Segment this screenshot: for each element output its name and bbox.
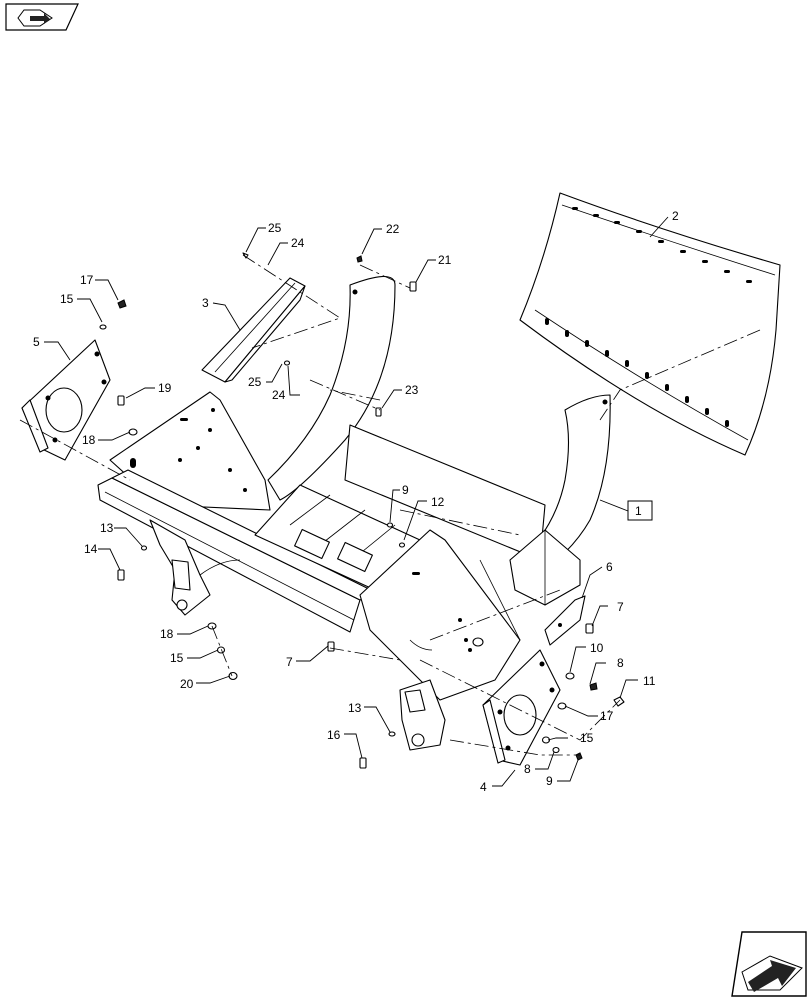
- callout-2: 2: [672, 209, 679, 223]
- callout-20: 20: [180, 677, 194, 691]
- callout-24b: 24: [272, 388, 286, 402]
- callout-19: 19: [158, 381, 172, 395]
- callout-1-box: [627, 500, 653, 521]
- part-6-bracket: [544, 595, 586, 646]
- callout-22: 22: [386, 222, 400, 236]
- callout-5: 5: [33, 335, 40, 349]
- next-page-icon: [741, 955, 803, 992]
- callout-24a: 24: [291, 236, 305, 250]
- callout-21: 21: [438, 253, 452, 267]
- previous-page-button[interactable]: [5, 3, 79, 31]
- callout-1: 1: [635, 504, 642, 518]
- callout-18a: 18: [160, 627, 174, 641]
- callout-9b: 9: [546, 774, 553, 788]
- callout-15b: 15: [580, 731, 594, 745]
- part-2-shield-panel: [519, 192, 781, 456]
- callout-labels: 1 2 3 4 5 6 7 7 8 8 9 9 10 11 12 13 13 1…: [33, 209, 679, 794]
- callout-4: 4: [480, 780, 487, 794]
- part-1-main-frame: [97, 391, 581, 751]
- part-5-left-bearing-plate: [21, 339, 111, 461]
- part-2-slots: [545, 207, 752, 427]
- callout-10: 10: [590, 641, 604, 655]
- callout-11: 11: [643, 674, 656, 688]
- part-3-angle-guard: [201, 277, 306, 383]
- callout-leaders: [44, 216, 669, 787]
- callout-17b: 17: [600, 709, 614, 723]
- callout-8a: 8: [617, 656, 624, 670]
- callout-18b: 18: [82, 433, 96, 447]
- callout-13b: 13: [348, 701, 362, 715]
- next-page-button[interactable]: [731, 931, 807, 997]
- callout-25a: 25: [268, 221, 282, 235]
- callout-7b: 7: [286, 655, 293, 669]
- callout-9a: 9: [402, 483, 409, 497]
- center-lines: [19, 254, 761, 756]
- previous-page-icon: [17, 9, 53, 27]
- callout-12: 12: [431, 495, 445, 509]
- callout-7a: 7: [617, 600, 624, 614]
- callout-6: 6: [606, 560, 613, 574]
- callout-17a: 17: [80, 273, 94, 287]
- callout-8b: 8: [524, 762, 531, 776]
- callout-23: 23: [405, 383, 419, 397]
- callout-14: 14: [84, 542, 98, 556]
- callout-13a: 13: [100, 521, 114, 535]
- callout-16: 16: [327, 728, 341, 742]
- part-4-right-bearing-plate: [482, 649, 561, 766]
- callout-15a: 15: [60, 292, 74, 306]
- left-curved-side-sheet: [267, 275, 396, 501]
- callout-3: 3: [202, 296, 209, 310]
- callout-25b: 25: [248, 375, 262, 389]
- callout-15c: 15: [170, 651, 184, 665]
